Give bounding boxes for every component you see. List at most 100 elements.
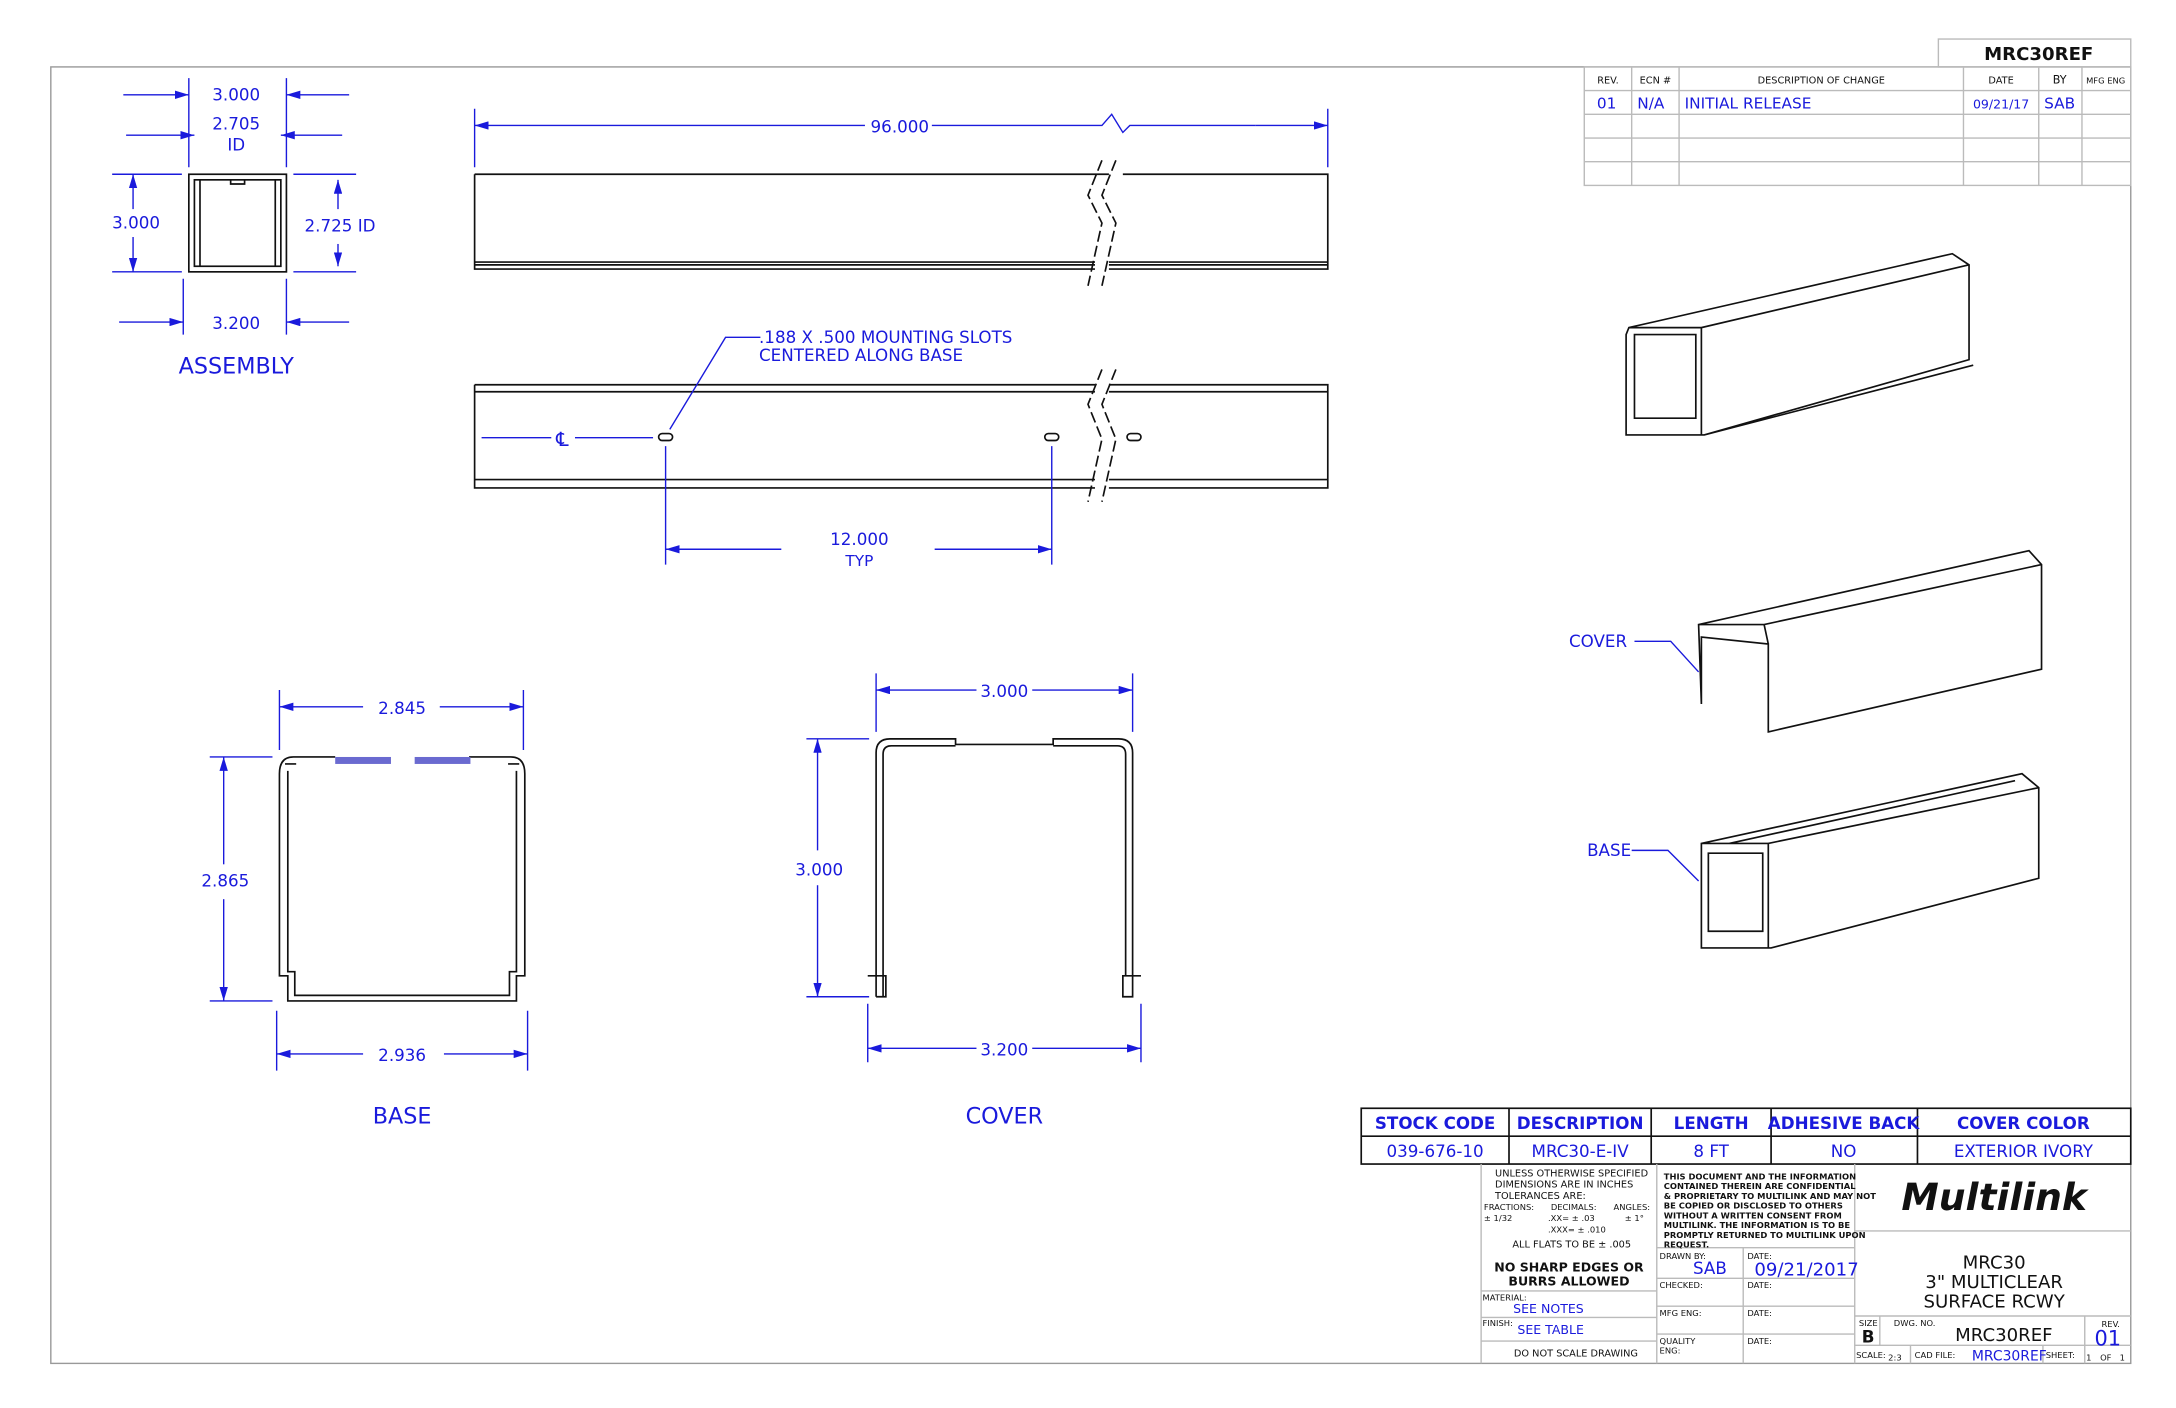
base-label: BASE xyxy=(373,1104,432,1130)
notice-line: & PROPRIETARY TO MULTILINK AND MAY NOT xyxy=(1664,1191,1876,1201)
dim-assembly-inner-width: 2.705 xyxy=(212,114,260,134)
fractions-value: ± 1/32 xyxy=(1484,1213,1512,1223)
rev-value: 01 xyxy=(2095,1326,2122,1350)
material-value: SEE NOTES xyxy=(1513,1301,1584,1316)
dim-assembly-width-bottom: 3.200 xyxy=(212,313,260,333)
tolerance-line: TOLERANCES ARE: xyxy=(1494,1191,1586,1202)
dim-length: 96.000 xyxy=(871,116,930,136)
confidential-notice: THIS DOCUMENT AND THE INFORMATION CONTAI… xyxy=(1664,1171,1876,1249)
adhesive-back-header: ADHESIVE BACK xyxy=(1768,1113,1921,1133)
do-not-scale: DO NOT SCALE DRAWING xyxy=(1514,1348,1638,1359)
long-view-top: 96.000 xyxy=(473,108,1329,286)
mounting-slot xyxy=(657,432,674,442)
rev-label: REV. xyxy=(2101,1319,2119,1329)
date-label: DATE: xyxy=(1747,1280,1772,1290)
dim-cover-height: 3.000 xyxy=(795,859,843,879)
sheet-of: OF xyxy=(2100,1353,2112,1363)
no-sharp-edges: NO SHARP EDGES OR xyxy=(1494,1259,1644,1274)
scale-value: 2:3 xyxy=(1888,1353,1901,1363)
base-section-view: 2.845 2.865 2.936 BASE xyxy=(201,690,529,1130)
stock-code-header: STOCK CODE xyxy=(1375,1113,1496,1133)
drawing-title-line: 3" MULTICLEAR xyxy=(1925,1272,2063,1293)
mounting-slot xyxy=(1126,432,1142,442)
quality-label: ENG: xyxy=(1660,1346,1681,1356)
base-isometric xyxy=(1700,772,2040,949)
no-sharp-edges: BURRS ALLOWED xyxy=(1508,1273,1629,1288)
decimals-value: .XX= ± .03 xyxy=(1548,1213,1595,1223)
dim-cover-bottom-width: 3.200 xyxy=(980,1039,1028,1059)
notice-line: CONTAINED THEREIN ARE CONFIDENTIAL xyxy=(1664,1181,1857,1191)
drawing-title-line: SURFACE RCWY xyxy=(1923,1292,2065,1313)
angles-value: ± 1° xyxy=(1625,1213,1644,1223)
dim-assembly-inner-height: 2.725 ID xyxy=(305,215,376,235)
notice-line: THIS DOCUMENT AND THE INFORMATION xyxy=(1664,1171,1856,1181)
adhesive-back-cell: NO xyxy=(1831,1141,1857,1161)
slot-note-line-1: .188 X .500 MOUNTING SLOTS xyxy=(759,327,1012,347)
dim-cover-top-width: 3.000 xyxy=(980,681,1028,701)
assembly-label: ASSEMBLY xyxy=(179,354,295,380)
rev-cell: 01 xyxy=(1597,95,1617,113)
cad-file: MRC30REF xyxy=(1972,1349,2047,1365)
finish-value: SEE TABLE xyxy=(1517,1322,1584,1337)
cover-color-header: COVER COLOR xyxy=(1957,1113,2090,1133)
sheet-number: 1 xyxy=(2086,1353,2091,1363)
size-value: B xyxy=(1862,1326,1875,1346)
notice-line: BE COPIED OR DISCLOSED TO OTHERS xyxy=(1664,1201,1843,1211)
by-header: BY xyxy=(2053,74,2067,87)
dwg-no: MRC30REF xyxy=(1955,1325,2052,1346)
assembly-isometric xyxy=(1625,252,1974,436)
length-cell: 8 FT xyxy=(1693,1141,1729,1161)
dim-base-bottom-width: 2.936 xyxy=(378,1045,426,1065)
dim-assembly-width-top: 3.000 xyxy=(212,84,260,104)
scale-label: SCALE: xyxy=(1856,1350,1886,1360)
size-label: SIZE xyxy=(1859,1318,1878,1328)
drawing-title-line: MRC30 xyxy=(1963,1253,2026,1274)
dim-base-height: 2.865 xyxy=(201,871,249,891)
date-cell: 09/21/17 xyxy=(1973,97,2029,112)
cover-label: COVER xyxy=(966,1104,1044,1130)
dim-base-top-width: 2.845 xyxy=(378,698,426,718)
date-header: DATE xyxy=(1988,76,2013,87)
description-cell: INITIAL RELEASE xyxy=(1685,95,1812,113)
ecn-header: ECN # xyxy=(1640,76,1672,87)
description-header: DESCRIPTION OF CHANGE xyxy=(1758,76,1885,87)
description-header: DESCRIPTION xyxy=(1517,1113,1644,1133)
cover-color-cell: EXTERIOR IVORY xyxy=(1954,1141,2094,1161)
slot-note-line-2: CENTERED ALONG BASE xyxy=(759,345,963,365)
iso-base-label: BASE xyxy=(1587,840,1631,860)
dim-slot-spacing: 12.000 xyxy=(830,529,889,549)
notice-line: WITHOUT A WRITTEN CONSENT FROM xyxy=(1664,1210,1842,1220)
sheet-label: SHEET: xyxy=(2046,1350,2075,1360)
quality-label: QUALITY xyxy=(1660,1336,1697,1346)
sheet-title-box: MRC30REF xyxy=(1937,38,2132,68)
title-block: UNLESS OTHERWISE SPECIFIED DIMENSIONS AR… xyxy=(1480,1164,2131,1365)
description-cell: MRC30-E-IV xyxy=(1532,1141,1630,1161)
by-cell: SAB xyxy=(2044,95,2075,113)
angles-label: ANGLES: xyxy=(1614,1202,1651,1212)
cover-isometric xyxy=(1697,549,2043,733)
date-label: DATE: xyxy=(1747,1336,1772,1346)
multilink-logo: Multilink xyxy=(1901,1175,2089,1219)
tolerance-line: UNLESS OTHERWISE SPECIFIED xyxy=(1495,1169,1648,1180)
notice-line: PROMPTLY RETURNED TO MULTILINK UPON xyxy=(1664,1230,1866,1240)
dwg-no-label: DWG. NO. xyxy=(1894,1318,1936,1328)
decimals-label: DECIMALS: xyxy=(1551,1202,1597,1212)
tolerance-line: DIMENSIONS ARE IN INCHES xyxy=(1495,1180,1633,1191)
centerline-symbol: ℄ xyxy=(555,428,569,451)
flats-tolerance: ALL FLATS TO BE ± .005 xyxy=(1512,1240,1631,1251)
iso-cover-label: COVER xyxy=(1569,631,1628,651)
checked-label: CHECKED: xyxy=(1660,1280,1703,1290)
sheet-title: MRC30REF xyxy=(1984,44,2093,65)
drawn-by: SAB xyxy=(1693,1258,1727,1278)
mfg-eng-header: MFG ENG xyxy=(2086,76,2125,86)
date-label: DATE: xyxy=(1747,1308,1772,1318)
drawn-date: 09/21/2017 xyxy=(1754,1260,1858,1281)
mfg-eng-label: MFG ENG: xyxy=(1660,1308,1702,1318)
drawing-frame xyxy=(50,66,2132,1365)
dim-assembly-inner-width-suffix: ID xyxy=(227,135,245,155)
mounting-slot xyxy=(1043,432,1060,442)
rev-header: REV. xyxy=(1597,76,1618,87)
stock-table: STOCK CODE DESCRIPTION LENGTH ADHESIVE B… xyxy=(1360,1107,2132,1165)
dim-assembly-height: 3.000 xyxy=(112,213,160,233)
